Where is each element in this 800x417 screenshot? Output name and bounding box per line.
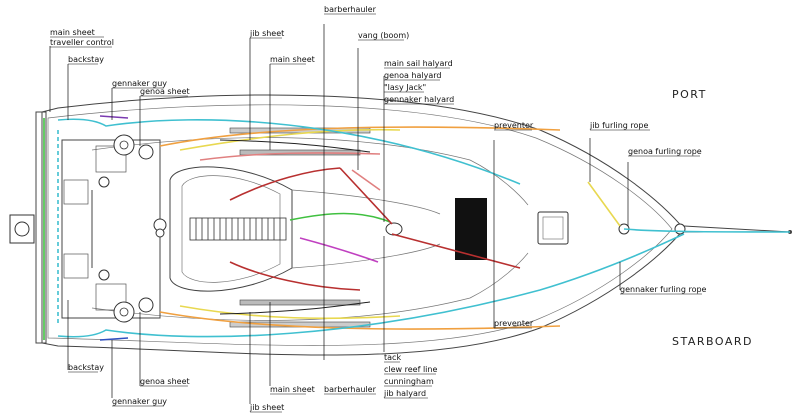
line-dark-top (219, 139, 371, 153)
line-orange-top (159, 126, 561, 147)
label-gennaker-guy-top: gennaker guy (112, 79, 167, 88)
label-tack-1: tack (384, 353, 401, 362)
label-halyard-1: main sail halyard (384, 59, 453, 68)
label-gennaker-guy-bottom: gennaker guy (112, 397, 167, 406)
label-backstay-top: backstay (68, 55, 104, 64)
line-red-bottom (229, 233, 521, 291)
label-main-sheet-top: main sheet (270, 55, 315, 64)
label-barberhauler-bottom: barberhauler (324, 385, 377, 394)
label-backstay-bottom: backstay (68, 363, 104, 372)
line-pink-top (199, 152, 381, 161)
label-jib-furling: jib furling rope (589, 121, 648, 130)
line-red-top (229, 167, 393, 225)
label-main-sheet-bottom: main sheet (270, 385, 315, 394)
winches (98, 134, 686, 323)
leader-lines (49, 24, 629, 404)
label-preventer-bottom: preventer (494, 319, 534, 328)
line-cyan-bottom (57, 233, 685, 338)
cockpit-and-cabin (61, 127, 569, 328)
line-yellow-bottom (179, 305, 401, 320)
label-port: PORT (672, 88, 707, 101)
label-main-sheet-traveller-2: traveller control (50, 38, 114, 47)
line-yellow-jib-furling (587, 181, 621, 227)
label-genoa-furling: genoa furling rope (628, 147, 702, 156)
label-tack-2: clew reef line (384, 365, 437, 374)
line-purple-top (99, 115, 129, 119)
line-green-halyard (289, 212, 391, 223)
label-halyard-3: "lasy Jack" (384, 83, 426, 92)
bowsprit (683, 225, 792, 234)
label-halyard-2: genoa halyard (384, 71, 441, 80)
line-genoa-furling (623, 228, 791, 233)
control-lines (43, 115, 791, 341)
label-jib-sheet-top: jib sheet (249, 29, 284, 38)
label-genoa-sheet-bottom: genoa sheet (140, 377, 190, 386)
label-tack-4: jib halyard (383, 389, 426, 398)
line-cyan-top (57, 118, 521, 185)
label-main-sheet-traveller-1: main sheet (50, 28, 95, 37)
line-magenta (299, 237, 379, 263)
label-gennaker-furling: gennaker furling rope (620, 285, 707, 294)
line-blue-bottom (99, 337, 129, 341)
label-barberhauler-top: barberhauler (324, 5, 377, 14)
label-tack-3: cunningham (384, 377, 434, 386)
labels-bottom: gennaker furling rope preventer STARBOAR… (68, 285, 753, 412)
label-genoa-sheet-top: genoa sheet (140, 87, 190, 96)
label-underlines (50, 13, 702, 413)
label-preventer-top: preventer (494, 121, 534, 130)
labels-top: main sheet traveller control backstay ge… (50, 5, 707, 156)
label-vang: vang (boom) (358, 31, 409, 40)
line-dark-bottom (219, 301, 371, 315)
label-halyard-4: gennaker halyard (384, 95, 454, 104)
line-pink-vang (351, 169, 381, 191)
label-starboard: STARBOARD (672, 335, 753, 348)
line-yellow-top (179, 128, 401, 151)
label-jib-sheet-bottom: jib sheet (249, 403, 284, 412)
